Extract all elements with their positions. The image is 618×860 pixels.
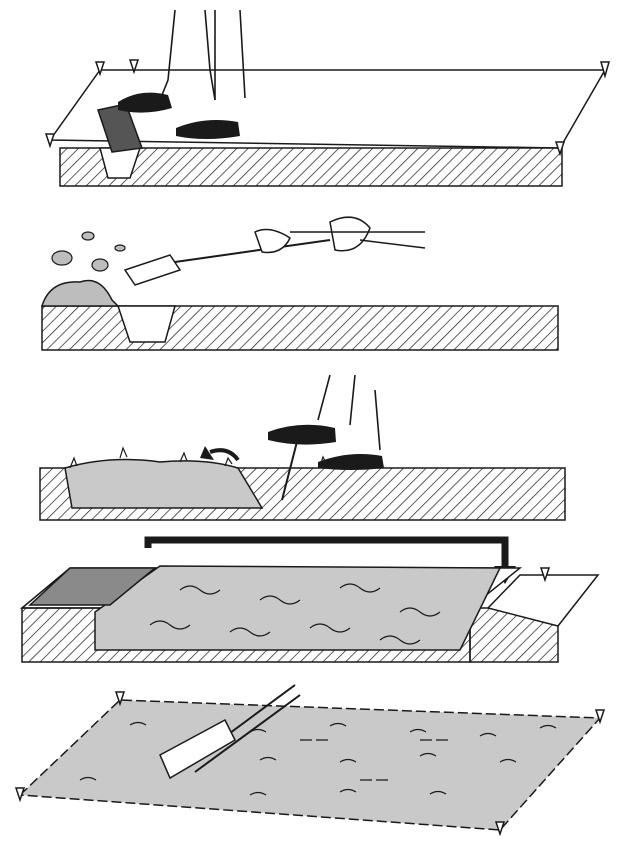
step-5-panel xyxy=(16,685,604,834)
shoe-right xyxy=(318,454,384,470)
spade-blade xyxy=(125,255,180,285)
hand-left xyxy=(255,230,290,253)
raked-bed xyxy=(20,700,600,830)
soil-cross-section xyxy=(42,306,558,350)
soil-clod xyxy=(52,251,72,265)
filled-soil xyxy=(95,566,500,650)
soil-heap xyxy=(42,280,118,306)
step-3-panel xyxy=(40,375,565,520)
turn-arrow xyxy=(210,450,238,460)
soil-clod xyxy=(92,259,108,271)
arm xyxy=(360,240,425,248)
soil-clod xyxy=(82,232,94,240)
step-1-panel xyxy=(46,10,609,186)
step-2-panel xyxy=(42,217,558,350)
step-4-panel xyxy=(22,540,598,662)
soil-clod xyxy=(115,245,125,251)
spade-shaft xyxy=(175,240,330,262)
shoe-left xyxy=(268,425,336,445)
turned-soil xyxy=(65,460,262,508)
flying-soil xyxy=(52,232,125,271)
hand-right xyxy=(330,217,370,251)
